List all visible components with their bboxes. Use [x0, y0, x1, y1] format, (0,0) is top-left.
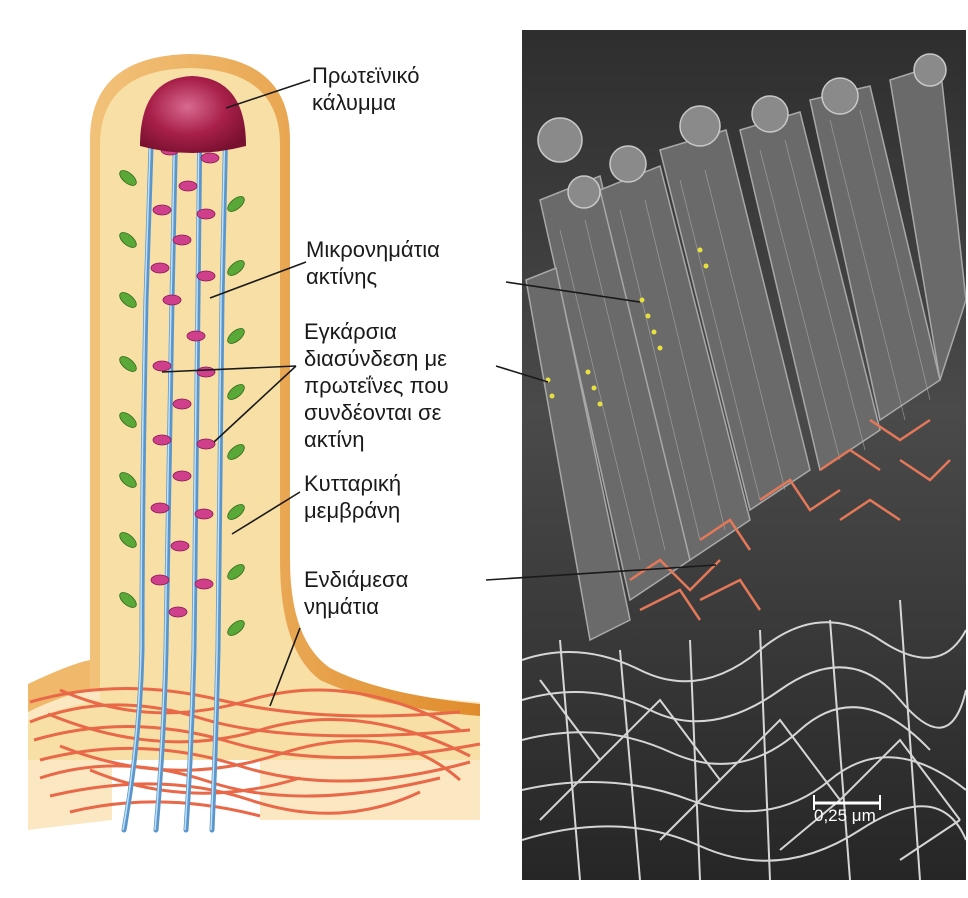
- label-crosslink-line4: συνδέονται σε: [304, 399, 449, 426]
- label-intermediate-line1: Ενδιάμεσα: [304, 566, 408, 593]
- label-crosslink-line1: Εγκάρσια: [304, 318, 449, 345]
- label-protein-cap: Πρωτεϊνικό κάλυμμα: [312, 62, 420, 116]
- label-crosslink-line3: πρωτεΐνες που: [304, 372, 449, 399]
- label-crosslink-line2: διασύνδεση με: [304, 345, 449, 372]
- label-intermediate-filaments: Ενδιάμεσα νημάτια: [304, 566, 408, 620]
- label-membrane-line1: Κυτταρική: [304, 470, 401, 497]
- label-actin-line2: ακτίνης: [306, 263, 440, 290]
- label-membrane-line2: μεμβράνη: [304, 497, 401, 524]
- label-crosslink-line5: ακτίνη: [304, 426, 449, 453]
- label-cell-membrane: Κυτταρική μεμβράνη: [304, 470, 401, 524]
- label-crosslink: Εγκάρσια διασύνδεση με πρωτεΐνες που συν…: [304, 318, 449, 453]
- label-protein-cap-line2: κάλυμμα: [312, 89, 420, 116]
- scale-bar-label: 0,25 μm: [814, 806, 876, 826]
- label-protein-cap-line1: Πρωτεϊνικό: [312, 62, 420, 89]
- electron-micrograph: [522, 30, 966, 880]
- label-actin-line1: Μικρονημάτια: [306, 236, 440, 263]
- label-actin-microfilaments: Μικρονημάτια ακτίνης: [306, 236, 440, 290]
- label-intermediate-line2: νημάτια: [304, 593, 408, 620]
